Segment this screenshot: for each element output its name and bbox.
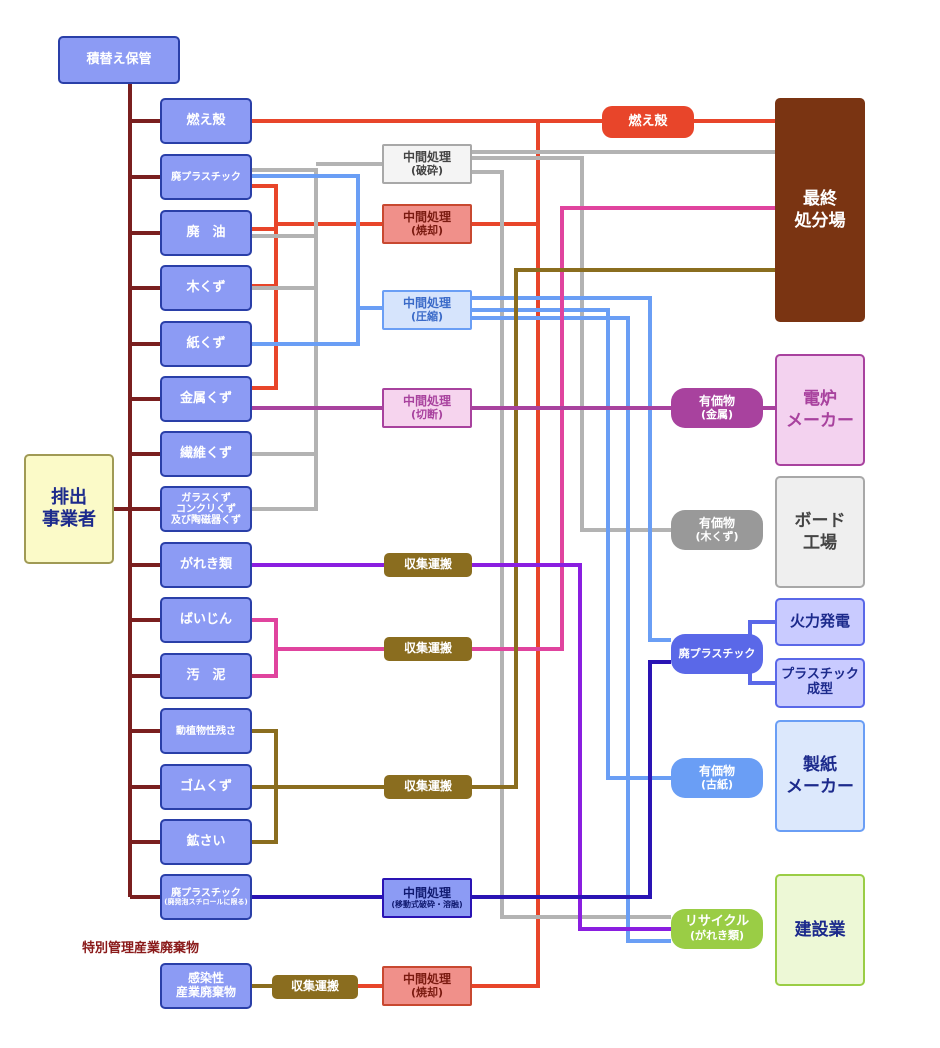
- waste-seni: 繊維くず: [160, 431, 252, 477]
- pill-koshi: 有価物(古紙): [671, 758, 763, 798]
- waste-haiyu: 廃 油: [160, 210, 252, 256]
- emitter-node: 排出事業者: [24, 454, 114, 564]
- waste-kosai: 鉱さい: [160, 819, 252, 865]
- dest-molding: プラスチック成型: [775, 658, 865, 708]
- process-setsudan: 中間処理(切断): [382, 388, 472, 428]
- process-hasai: 中間処理(破砕): [382, 144, 472, 184]
- dest-thermal: 火力発電: [775, 598, 865, 646]
- waste-kamikuzu: 紙くず: [160, 321, 252, 367]
- dest-construction: 建設業: [775, 874, 865, 986]
- waste-moeagara: 燃え殻: [160, 98, 252, 144]
- waste-kansen: 感染性産業廃棄物: [160, 963, 252, 1009]
- red-vertical: [472, 121, 540, 988]
- pill-kinzoku: 有価物(金属): [671, 388, 763, 428]
- transport-gomu: 収集運搬: [384, 775, 472, 799]
- pink-bus: [252, 618, 278, 678]
- connector-line-15: [472, 308, 671, 780]
- pill-recycle: リサイクル(がれき類): [671, 909, 763, 949]
- connector-line-12: [472, 170, 671, 919]
- pill-kikuzu: 有価物(木くず): [671, 510, 763, 550]
- process-idou: 中間処理(移動式破砕・溶融): [382, 878, 472, 918]
- transport-gareki: 収集運搬: [384, 553, 472, 577]
- transport-baijin: 収集運搬: [384, 637, 472, 661]
- connector-line-22: [472, 563, 671, 931]
- special-waste-caption: 特別管理産業廃棄物: [82, 941, 200, 956]
- waste-doshoku: 動植物性残さ: [160, 708, 252, 754]
- process-shokyaku: 中間処理(焼却): [382, 204, 472, 244]
- pill-moeagara: 燃え殻: [602, 106, 694, 138]
- transport-kansen: 収集運搬: [272, 975, 358, 999]
- connector-line-20: [472, 268, 775, 789]
- waste-kikuzu: 木くず: [160, 265, 252, 311]
- waste-baijin: ばいじん: [160, 597, 252, 643]
- connector-line-16: [472, 316, 671, 943]
- waste-odei: 汚 泥: [160, 653, 252, 699]
- pill-haipura: 廃プラスチック: [671, 634, 763, 674]
- dest-board: ボード工場: [775, 476, 865, 588]
- blue-bus: [252, 174, 360, 346]
- connector-line-25: [472, 660, 671, 899]
- process-asshuku: 中間処理(圧縮): [382, 290, 472, 330]
- process-shokyaku-special: 中間処理(焼却): [382, 966, 472, 1006]
- dest-paper: 製紙メーカー: [775, 720, 865, 832]
- dest-furnace: 電炉メーカー: [775, 354, 865, 466]
- waste-gomu: ゴムくず: [160, 764, 252, 810]
- waste-haipura-foam: 廃プラスチック(廃発泡スチロールに限る): [160, 874, 252, 920]
- waste-haipura: 廃プラスチック: [160, 154, 252, 200]
- dest-landfill: 最終処分場: [775, 98, 865, 322]
- gray-bus: [252, 168, 318, 511]
- storage-node: 積替え保管: [58, 36, 180, 84]
- waste-garasu: ガラスくずコンクリくず及び陶磁器くず: [160, 486, 252, 532]
- waste-kinzoku: 金属くず: [160, 376, 252, 422]
- waste-gareki: がれき類: [160, 542, 252, 588]
